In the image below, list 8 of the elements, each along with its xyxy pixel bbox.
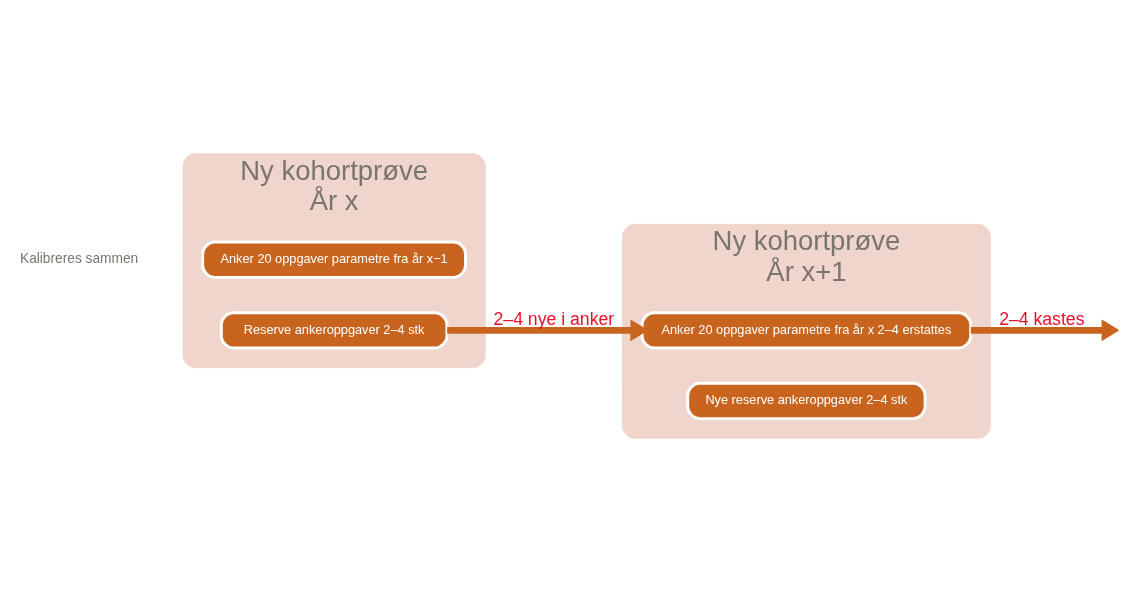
node-box: Anker 20 oppgaver parametre fra år x−1 — [201, 240, 468, 279]
node-box: Reserve ankeroppgaver 2–4 stk — [219, 311, 449, 350]
edge-label: 2–4 nye i anker — [493, 308, 615, 329]
label: Kalibreres sammen — [19, 251, 139, 267]
edge-label: 2–4 kastes — [999, 308, 1085, 329]
node-box: Anker 20 oppgaver parametre fra år x 2–4 erstattes — [640, 311, 973, 350]
arrow — [970, 319, 1119, 342]
node-box: Nye reserve ankeroppgaver 2–4 stk — [686, 381, 927, 421]
